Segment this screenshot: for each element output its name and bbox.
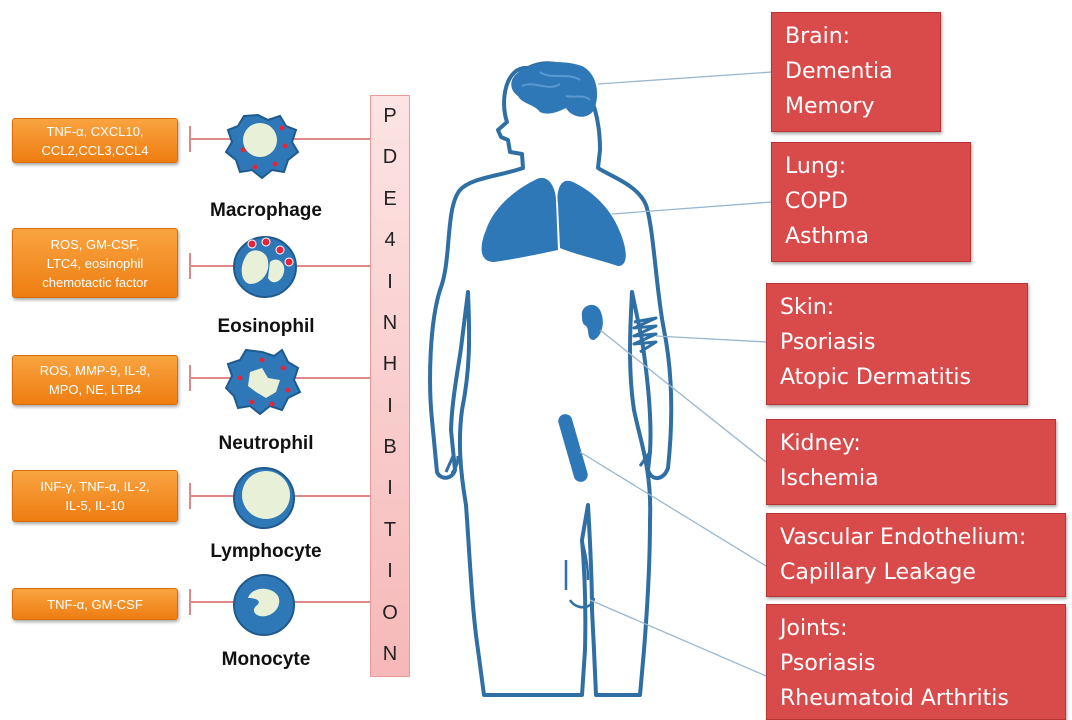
mediator-line: ROS, GM-CSF, [42, 235, 148, 254]
cell-label-lymphocyte: Lymphocyte [166, 541, 366, 563]
organ-condition: Memory [785, 89, 940, 124]
organ-title: Kidney: [780, 426, 1055, 461]
lung-right-icon [558, 181, 626, 266]
organ-condition: Psoriasis [780, 325, 1027, 360]
organ-title: Skin: [780, 290, 1027, 325]
organ-condition: Dementia [785, 54, 940, 89]
connector-skin [656, 336, 766, 342]
pde-bar-letter: E [383, 187, 396, 211]
human-body-icon [430, 63, 671, 695]
mediator-line: MPO, NE, LTB4 [40, 380, 151, 399]
pde-bar-letter: I [387, 394, 393, 418]
pde-bar-letter: 4 [384, 228, 395, 252]
eosinophil-cell-icon [234, 237, 296, 297]
cell-label-eosinophil: Eosinophil [166, 316, 366, 338]
pde-bar-letter: I [387, 476, 393, 500]
connector-lung [612, 202, 772, 214]
pde-bar-letter: I [387, 270, 393, 294]
pde-bar-letter: O [382, 601, 398, 625]
mediator-box-lymphocyte: INF-γ, TNF-α, IL-2,IL-5, IL-10 [12, 470, 178, 522]
organ-title: Brain: [785, 19, 940, 54]
pde-bar-letter: D [383, 145, 397, 169]
organ-title: Joints: [780, 611, 1065, 646]
mediator-line: LTC4, eosinophil [42, 254, 148, 273]
pde-bar-letter: N [383, 642, 397, 666]
cell-label-monocyte: Monocyte [166, 649, 366, 671]
pde-bar-letter: T [384, 518, 396, 542]
neutrophil-cell-icon [226, 350, 300, 414]
organ-condition: Psoriasis [780, 646, 1065, 681]
mediator-line: chemotactic factor [42, 273, 148, 292]
mediator-line: IL-5, IL-10 [40, 496, 149, 515]
organ-box-joints: Joints: Psoriasis Rheumatoid Arthritis [766, 604, 1066, 720]
organ-box-vascular-endothelium: Vascular Endothelium: Capillary Leakage [766, 513, 1066, 597]
pde-bar-letter: I [387, 559, 393, 583]
mediator-line: ROS, MMP-9, IL-8, [40, 361, 151, 380]
lymphocyte-cell-icon [234, 468, 294, 528]
mediator-box-macrophage: TNF-α, CXCL10,CCL2,CCL3,CCL4 [12, 118, 178, 163]
pde-bar-letter: P [383, 104, 396, 128]
organ-condition: Atopic Dermatitis [780, 360, 1027, 395]
connector-brain [598, 72, 772, 84]
mediator-line: INF-γ, TNF-α, IL-2, [40, 477, 149, 496]
connector-kidney [600, 330, 766, 462]
organ-condition: Ischemia [780, 461, 1055, 496]
pde4-inhibition-bar: P D E 4 I N H I B I T I O N [370, 95, 410, 677]
mediator-box-neutrophil: ROS, MMP-9, IL-8,MPO, NE, LTB4 [12, 355, 178, 405]
organ-condition: Capillary Leakage [780, 555, 1065, 590]
pde-bar-letter: B [383, 435, 396, 459]
organ-box-skin: Skin: Psoriasis Atopic Dermatitis [766, 283, 1028, 405]
vascular-vessel-icon [557, 412, 590, 483]
mediator-line: CCL2,CCL3,CCL4 [42, 141, 149, 160]
organ-box-lung: Lung: COPD Asthma [771, 142, 971, 262]
kidney-organ-icon [582, 305, 603, 340]
organ-title: Lung: [785, 149, 970, 184]
mediator-line: TNF-α, GM-CSF [47, 595, 143, 614]
cell-label-neutrophil: Neutrophil [166, 433, 366, 455]
macrophage-cell-icon [226, 115, 298, 178]
organ-condition: Rheumatoid Arthritis [780, 681, 1065, 716]
cell-label-macrophage: Macrophage [166, 200, 366, 222]
brain-organ-icon [511, 62, 597, 117]
connector-vascular [580, 452, 766, 566]
organ-title: Vascular Endothelium: [780, 520, 1065, 555]
mediator-box-monocyte: TNF-α, GM-CSF [12, 588, 178, 620]
pde-bar-letter: H [383, 352, 397, 376]
organ-condition: Asthma [785, 219, 970, 254]
organ-connectors [580, 72, 772, 676]
lung-left-icon [482, 178, 558, 262]
mediator-line: TNF-α, CXCL10, [42, 122, 149, 141]
pde-bar-letter: N [383, 311, 397, 335]
organ-condition: COPD [785, 184, 970, 219]
monocyte-cell-icon [234, 575, 294, 635]
organ-box-brain: Brain: Dementia Memory [771, 12, 941, 132]
connector-joints [590, 600, 766, 676]
organ-box-kidney: Kidney: Ischemia [766, 419, 1056, 505]
